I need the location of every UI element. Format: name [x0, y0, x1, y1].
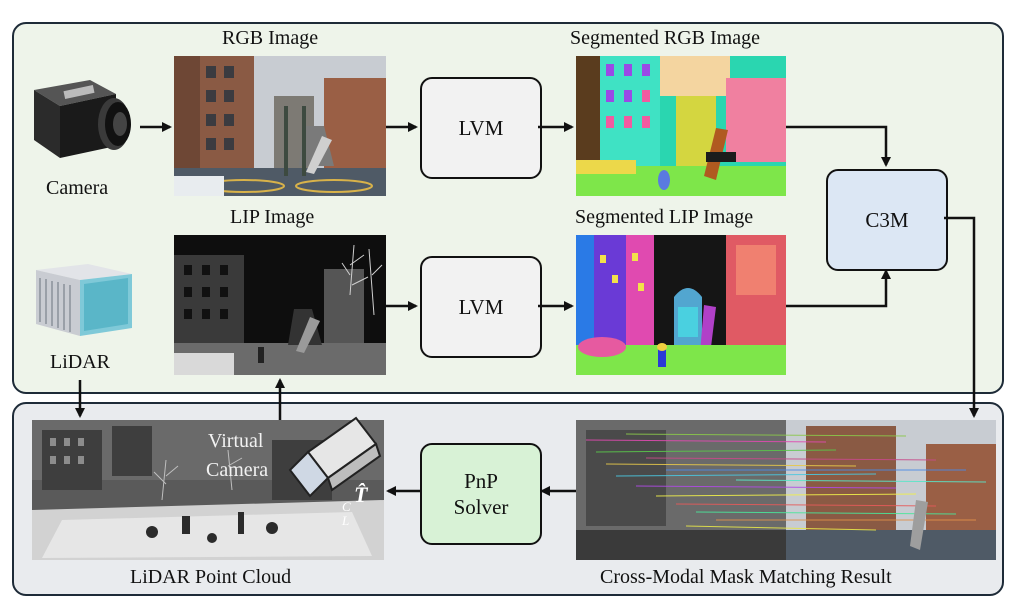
transform-symbol: C L T̂ — [340, 482, 368, 528]
camera-device-icon — [34, 80, 131, 158]
lip-image — [174, 235, 386, 375]
lidar-device-icon — [36, 264, 132, 336]
virtual-camera-icon — [288, 416, 382, 498]
lip-image-label: LIP Image — [230, 206, 315, 228]
transform-t: T̂ — [354, 482, 368, 507]
transform-sub: L — [342, 513, 350, 528]
rgb-image-label: RGB Image — [222, 27, 319, 49]
segmented-lip-label: Segmented LIP Image — [575, 206, 754, 228]
segmented-rgb-image — [576, 56, 786, 196]
segmented-rgb-label: Segmented RGB Image — [570, 27, 760, 49]
matching-result-image — [576, 420, 996, 560]
virtual-label: Virtual — [208, 430, 264, 452]
matching-result-label: Cross-Modal Mask Matching Result — [600, 566, 892, 588]
lidar-label: LiDAR — [50, 351, 110, 373]
pnp-line2: Solver — [453, 495, 509, 519]
pnp-line1: PnP — [464, 468, 498, 493]
camera-label: Camera — [46, 177, 109, 199]
point-cloud-label: LiDAR Point Cloud — [130, 566, 292, 588]
segmented-lip-image — [576, 235, 786, 375]
lvm-top-box: LVM — [420, 77, 542, 179]
c3m-box: C3M — [826, 169, 948, 271]
lvm-bottom-box: LVM — [420, 256, 542, 358]
transform-sup: C — [342, 499, 351, 514]
virtual-camera-label: Camera — [206, 459, 269, 481]
pnp-solver-box: PnP Solver — [420, 443, 542, 545]
rgb-image — [174, 56, 386, 196]
